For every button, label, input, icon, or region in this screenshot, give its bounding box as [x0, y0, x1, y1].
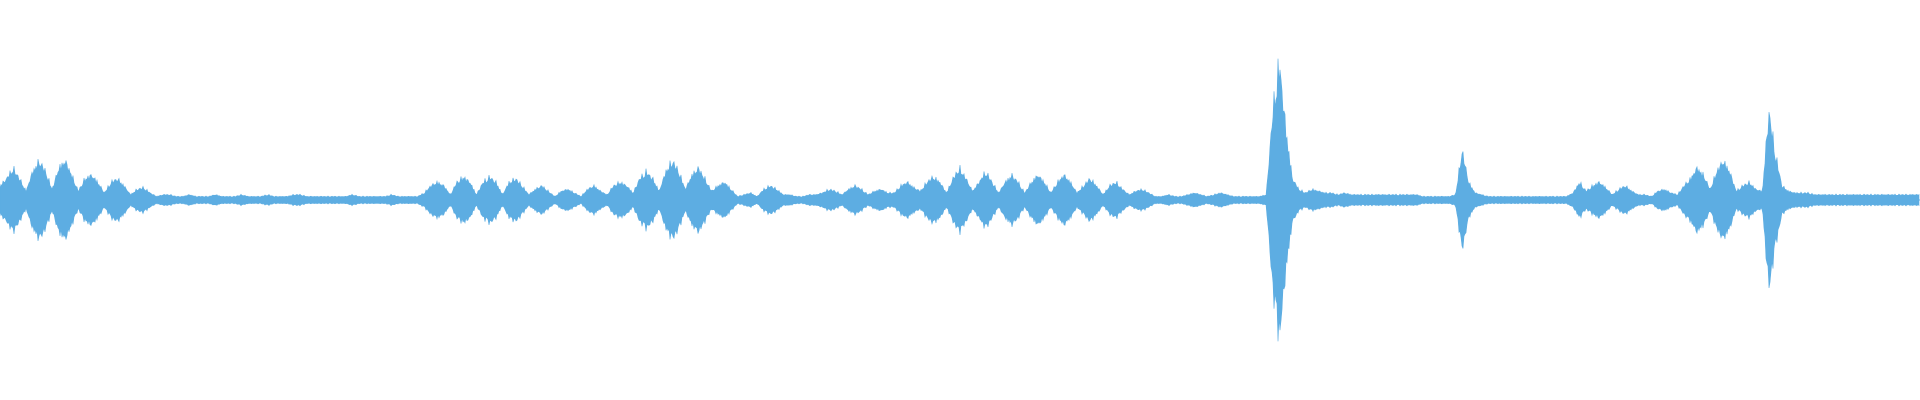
waveform-envelope	[0, 58, 1920, 342]
